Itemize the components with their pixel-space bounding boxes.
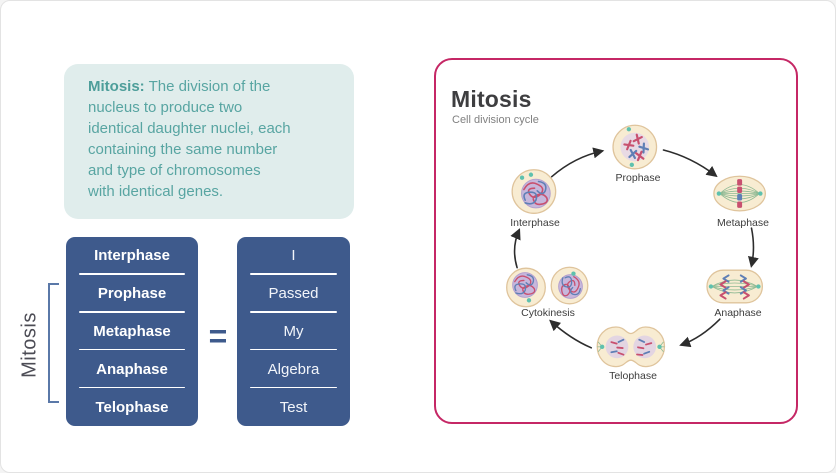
centrosome-icon xyxy=(758,191,763,196)
definition-line: containing the same number xyxy=(88,141,278,158)
definition-line: with identical genes. xyxy=(88,183,224,200)
cycle-panel-subtitle: Cell division cycle xyxy=(452,114,539,126)
arrow-interphase-to-prophase xyxy=(550,147,605,178)
prophase-cell-illustration xyxy=(612,124,658,170)
interphase-cell-illustration xyxy=(511,169,557,214)
mnemonic-row: My xyxy=(237,313,350,351)
stage-label-prophase: Prophase xyxy=(615,172,661,184)
stage-label-anaphase: Anaphase xyxy=(714,307,762,319)
centrosome-icon xyxy=(626,127,632,132)
phase-row: Metaphase xyxy=(66,313,198,351)
centrosome-icon xyxy=(716,191,722,196)
anaphase-cell-illustration xyxy=(706,269,764,304)
definition-box: Mitosis: The division of the nucleus to … xyxy=(64,64,354,219)
phase-row: Prophase xyxy=(66,275,198,313)
phase-row: Interphase xyxy=(66,237,198,275)
centrosome-icon xyxy=(657,344,662,349)
definition-term: Mitosis: xyxy=(88,78,145,95)
definition-line: identical daughter nuclei, each xyxy=(88,120,291,137)
definition-line: Mitosis: The division of the xyxy=(88,76,336,97)
stage-label-metaphase: Metaphase xyxy=(717,217,769,229)
cytokinesis-cell-b-illustration xyxy=(550,266,589,305)
mnemonic-row: Test xyxy=(279,398,308,416)
arrow-cytokinesis-to-interphase xyxy=(510,228,521,269)
cycle-panel: Mitosis Cell division cycle Interphase P… xyxy=(434,58,798,424)
centrosome-icon xyxy=(571,271,576,276)
phase-row: Telophase xyxy=(95,398,169,416)
mitosis-side-label: Mitosis xyxy=(18,312,41,378)
stage-label-cytokinesis: Cytokinesis xyxy=(521,307,575,319)
phase-table: Interphase Prophase Metaphase Anaphase T… xyxy=(66,237,198,426)
centrosome-icon xyxy=(708,284,714,289)
definition-line: and type of chromosomes xyxy=(88,162,261,179)
arrow-prophase-to-metaphase xyxy=(662,149,718,178)
telophase-cell-illustration xyxy=(596,326,666,368)
centrosome-icon xyxy=(519,175,525,180)
centrosome-icon xyxy=(599,344,605,349)
mnemonic-row: I xyxy=(237,237,350,275)
arrow-telophase-to-cytokinesis xyxy=(549,319,593,349)
phase-bracket xyxy=(48,283,59,403)
definition-text: The division of the xyxy=(148,78,271,95)
stage-label-interphase: Interphase xyxy=(510,217,560,229)
centrosome-icon xyxy=(756,284,761,289)
centrosome-icon xyxy=(526,298,532,303)
centrosome-icon xyxy=(629,162,634,168)
mnemonic-table: I Passed My Algebra Test xyxy=(237,237,350,426)
mnemonic-row: Passed xyxy=(237,275,350,313)
metaphase-cell-illustration xyxy=(713,175,766,212)
arrow-anaphase-to-telophase xyxy=(679,318,721,348)
stage-label-telophase: Telophase xyxy=(609,370,657,382)
arrow-metaphase-to-anaphase xyxy=(748,227,759,268)
definition-line: nucleus to produce two xyxy=(88,99,243,116)
centrosome-icon xyxy=(528,172,534,177)
equals-icon: = xyxy=(208,318,228,354)
phase-row: Anaphase xyxy=(66,350,198,388)
cytokinesis-cell-a-illustration xyxy=(506,267,546,308)
mitosis-cycle-diagram xyxy=(506,124,766,368)
cycle-panel-title: Mitosis xyxy=(451,86,532,112)
mnemonic-row: Algebra xyxy=(237,350,350,388)
